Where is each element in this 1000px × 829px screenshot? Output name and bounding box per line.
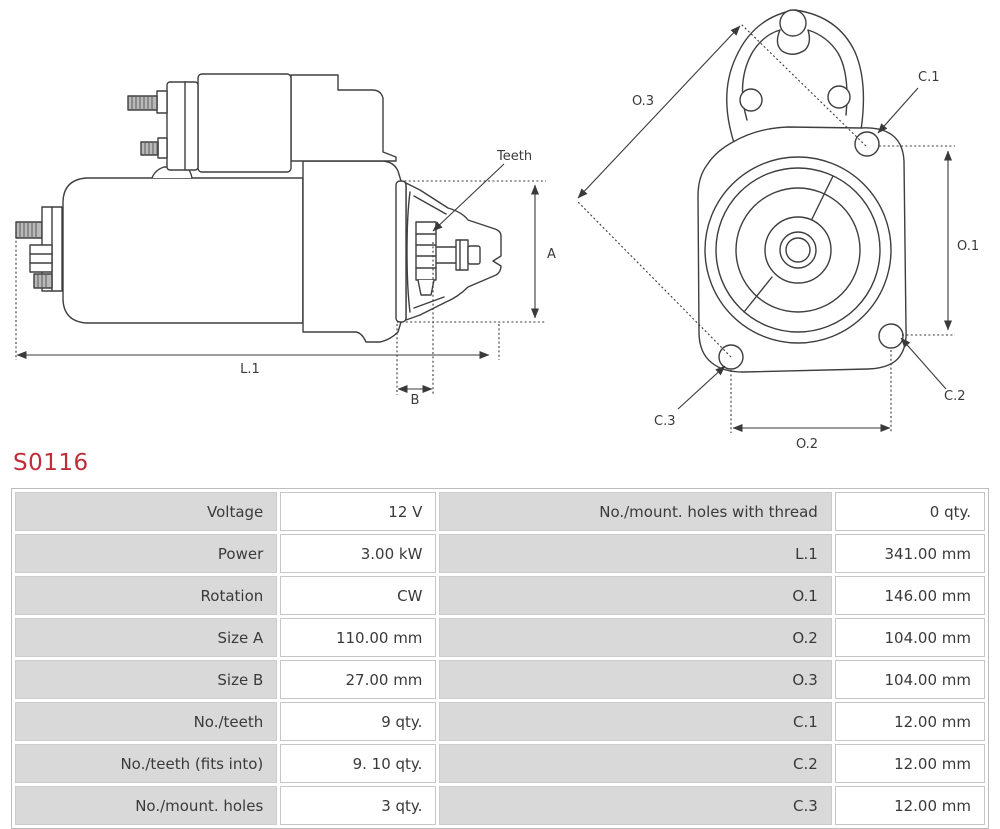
arch-hole-left bbox=[739, 88, 763, 112]
mount-hole-c1 bbox=[854, 131, 880, 157]
solenoid bbox=[127, 73, 292, 173]
dim-label-o1: O.1 bbox=[957, 239, 979, 254]
spec-label: O.1 bbox=[439, 576, 832, 615]
spec-label: Voltage bbox=[15, 492, 278, 531]
spec-value: 12.00 mm bbox=[834, 786, 985, 825]
pinion-gear bbox=[415, 221, 481, 296]
table-row: Voltage 12 V No./mount. holes with threa… bbox=[15, 492, 985, 531]
spec-label: C.2 bbox=[439, 744, 832, 783]
spec-label: No./mount. holes bbox=[15, 786, 278, 825]
table-row: No./teeth (fits into) 9. 10 qty. C.2 12.… bbox=[15, 744, 985, 783]
table-row: No./teeth 9 qty. C.1 12.00 mm bbox=[15, 702, 985, 741]
side-view-dimensions bbox=[15, 163, 546, 395]
part-code[interactable]: S0116 bbox=[13, 450, 89, 476]
spec-value: 9 qty. bbox=[280, 702, 437, 741]
drive-end-housing bbox=[302, 160, 402, 343]
spec-value: 12 V bbox=[280, 492, 437, 531]
spec-value: 110.00 mm bbox=[280, 618, 437, 657]
spec-label: No./teeth (fits into) bbox=[15, 744, 278, 783]
spec-label: Power bbox=[15, 534, 278, 573]
table-row: Power 3.00 kW L.1 341.00 mm bbox=[15, 534, 985, 573]
dim-label-teeth: Teeth bbox=[496, 149, 532, 164]
spec-value: 12.00 mm bbox=[834, 744, 985, 783]
dim-label-c3: C.3 bbox=[654, 414, 675, 429]
spec-value: CW bbox=[280, 576, 437, 615]
dim-label-b: B bbox=[411, 393, 420, 408]
arch-hole-top bbox=[779, 9, 807, 37]
dim-label-l1: L.1 bbox=[240, 362, 260, 377]
spec-label: Rotation bbox=[15, 576, 278, 615]
dim-label-a: A bbox=[547, 247, 556, 262]
dim-label-o2: O.2 bbox=[796, 437, 818, 448]
spec-value: 341.00 mm bbox=[834, 534, 985, 573]
spec-value: 9. 10 qty. bbox=[280, 744, 437, 783]
dim-label-o3: O.3 bbox=[632, 94, 654, 109]
spec-label: O.3 bbox=[439, 660, 832, 699]
table-row: No./mount. holes 3 qty. C.3 12.00 mm bbox=[15, 786, 985, 825]
table-row: Rotation CW O.1 146.00 mm bbox=[15, 576, 985, 615]
rear-terminal-studs bbox=[15, 206, 63, 292]
spec-label: No./mount. holes with thread bbox=[439, 492, 832, 531]
spec-value: 104.00 mm bbox=[834, 660, 985, 699]
spec-label: L.1 bbox=[439, 534, 832, 573]
spec-table: Voltage 12 V No./mount. holes with threa… bbox=[11, 488, 989, 829]
spec-value: 3 qty. bbox=[280, 786, 437, 825]
yoke-block bbox=[290, 74, 397, 162]
dim-label-c2: C.2 bbox=[944, 389, 965, 404]
spec-label: O.2 bbox=[439, 618, 832, 657]
spec-label: C.1 bbox=[439, 702, 832, 741]
starter-motor-front-view bbox=[697, 9, 907, 373]
table-row: Size B 27.00 mm O.3 104.00 mm bbox=[15, 660, 985, 699]
spec-value: 3.00 kW bbox=[280, 534, 437, 573]
arch-hole-right bbox=[827, 85, 851, 109]
dim-label-c1: C.1 bbox=[918, 70, 939, 85]
spec-label: Size A bbox=[15, 618, 278, 657]
spec-label: Size B bbox=[15, 660, 278, 699]
spec-value: 104.00 mm bbox=[834, 618, 985, 657]
mount-hole-c2 bbox=[878, 323, 904, 349]
front-view-dimensions bbox=[577, 23, 955, 433]
starter-motor-side-view bbox=[15, 73, 502, 343]
technical-drawings: Teeth A L.1 B bbox=[15, 9, 979, 448]
spec-label: No./teeth bbox=[15, 702, 278, 741]
spec-value: 12.00 mm bbox=[834, 702, 985, 741]
table-row: Size A 110.00 mm O.2 104.00 mm bbox=[15, 618, 985, 657]
spec-value: 146.00 mm bbox=[834, 576, 985, 615]
motor-body bbox=[62, 177, 304, 324]
spec-value: 0 qty. bbox=[834, 492, 985, 531]
spec-value: 27.00 mm bbox=[280, 660, 437, 699]
mounting-flange bbox=[697, 126, 907, 373]
mounting-flange-face bbox=[395, 180, 407, 323]
motor-front-circles bbox=[704, 156, 892, 344]
spec-label: C.3 bbox=[439, 786, 832, 825]
